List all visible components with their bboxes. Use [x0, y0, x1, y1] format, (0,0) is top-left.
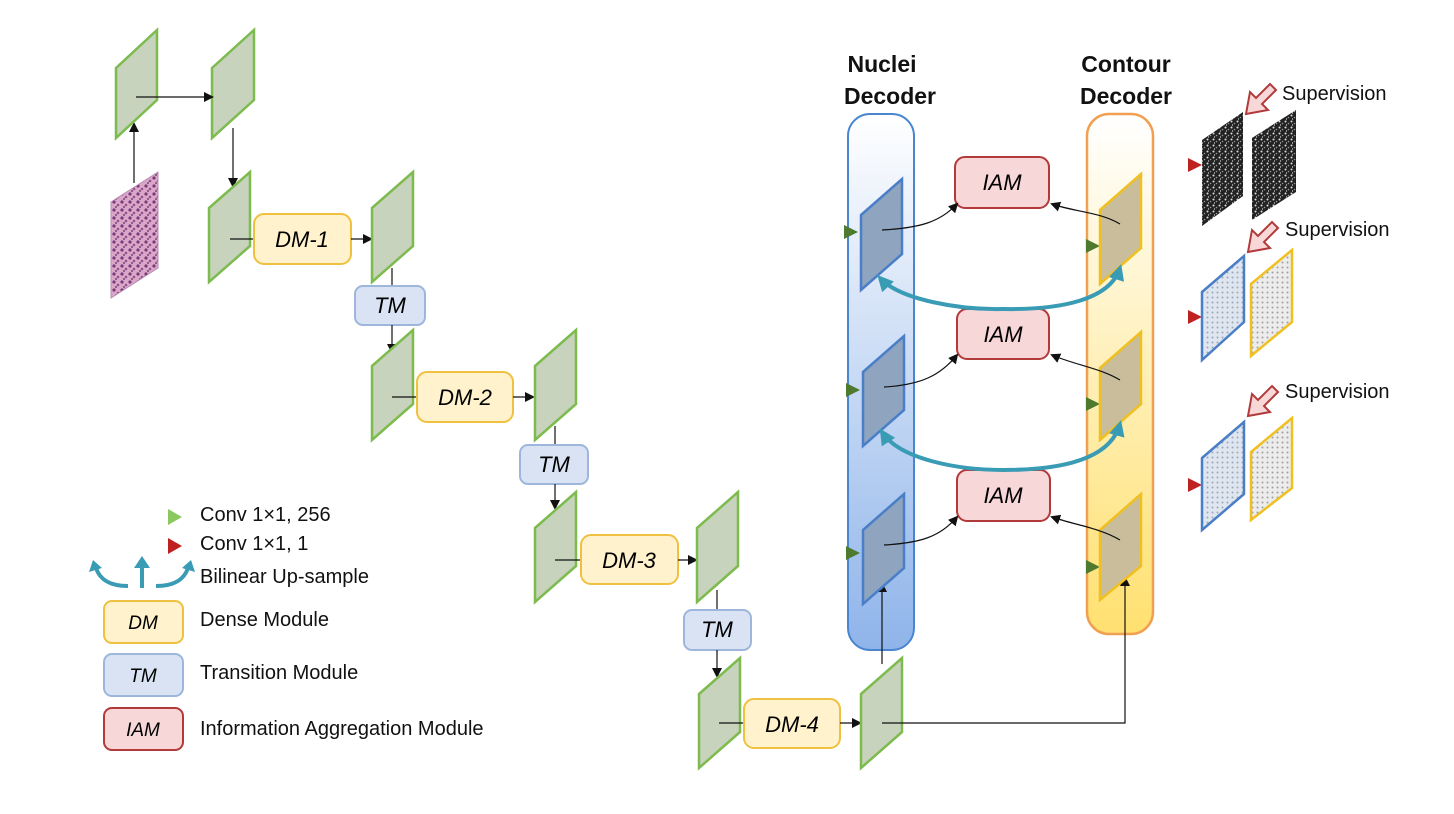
legend-upsample-up-icon	[134, 556, 150, 568]
legend-green-arrow-icon	[168, 509, 182, 525]
output-nuclei-map-3	[1200, 419, 1246, 533]
encoder-feature-map-4b	[859, 655, 904, 771]
encoder-feature-map-3b	[695, 489, 740, 605]
transition-module-1-label: TM	[374, 293, 406, 318]
input-histology-image	[110, 171, 159, 299]
nuclei-decoder-title-line1: Nuclei	[847, 51, 916, 77]
legend-iam-text: Information Aggregation Module	[200, 718, 484, 740]
output-nuclei-map-1	[1202, 112, 1243, 226]
legend-upsample-left-icon	[89, 560, 102, 572]
supervision-label-2: Supervision	[1285, 219, 1390, 241]
contour-decoder-map-3	[1098, 491, 1143, 603]
legend-upsample: Bilinear Up-sample	[200, 566, 369, 588]
contour-decoder-title-line1: Contour	[1081, 51, 1170, 77]
transition-module-2-label: TM	[538, 452, 570, 477]
dense-module-3-label: DM-3	[602, 548, 657, 573]
legend-conv1: Conv 1×1, 1	[200, 533, 308, 555]
stem-feature-map-1	[114, 27, 159, 141]
iam-module-1-label: IAM	[982, 170, 1022, 195]
contour-decoder-map-1	[1098, 171, 1143, 287]
encoder-feature-map-4a	[697, 655, 742, 771]
stem-feature-map-2	[210, 27, 256, 141]
legend-tm-text: Transition Module	[200, 662, 358, 684]
legend-dm-text: Dense Module	[200, 609, 329, 631]
iam-module-3-label: IAM	[983, 483, 1023, 508]
output-contour-map-1	[1252, 110, 1296, 220]
legend: Conv 1×1, 256 Conv 1×1, 1 Bilinear Up-sa…	[89, 504, 484, 751]
dense-module-4-label: DM-4	[765, 712, 819, 737]
encoder-feature-map-1a	[207, 169, 252, 285]
output-nuclei-map-2	[1200, 253, 1246, 363]
legend-upsample-right-icon	[182, 560, 195, 572]
legend-iam-box-label: IAM	[126, 720, 160, 741]
transition-module-1	[354, 285, 426, 326]
iam-module-1	[954, 156, 1050, 209]
encoder-feature-map-3a	[533, 489, 578, 605]
legend-tm-box	[103, 653, 184, 697]
nuclei-decoder-map-3	[861, 491, 906, 607]
legend-dm-box	[103, 600, 184, 644]
encoder-feature-map-1b	[370, 169, 415, 285]
encoder-feature-map-2a	[370, 327, 415, 443]
nuclei-decoder-title-line2: Decoder	[844, 83, 936, 109]
output-contour-map-3	[1249, 415, 1294, 523]
transition-module-3-label: TM	[701, 617, 733, 642]
legend-red-arrow-icon	[168, 538, 182, 554]
legend-iam-box	[103, 707, 184, 751]
dense-module-1-label: DM-1	[275, 227, 329, 252]
encoder-feature-map-2b	[533, 327, 578, 443]
iam-module-2-label: IAM	[983, 322, 1023, 347]
output-contour-map-2	[1249, 247, 1294, 359]
transition-module-2	[519, 444, 589, 485]
nuclei-decoder-map-1	[859, 176, 904, 293]
supervision-arrow-2-icon	[1246, 220, 1280, 254]
contour-decoder-title-line2: Decoder	[1080, 83, 1172, 109]
legend-conv256: Conv 1×1, 256	[200, 504, 331, 526]
legend-tm-box-label: TM	[129, 666, 157, 687]
supervision-arrow-3-icon	[1246, 384, 1280, 418]
nuclei-decoder-map-2	[861, 333, 906, 449]
contour-decoder-map-2	[1098, 329, 1143, 443]
dense-module-2-label: DM-2	[438, 385, 492, 410]
supervision-label-3: Supervision	[1285, 381, 1390, 403]
supervision-arrow-1-icon	[1244, 82, 1278, 116]
supervision-label-1: Supervision	[1282, 83, 1387, 105]
legend-dm-box-label: DM	[128, 613, 158, 634]
